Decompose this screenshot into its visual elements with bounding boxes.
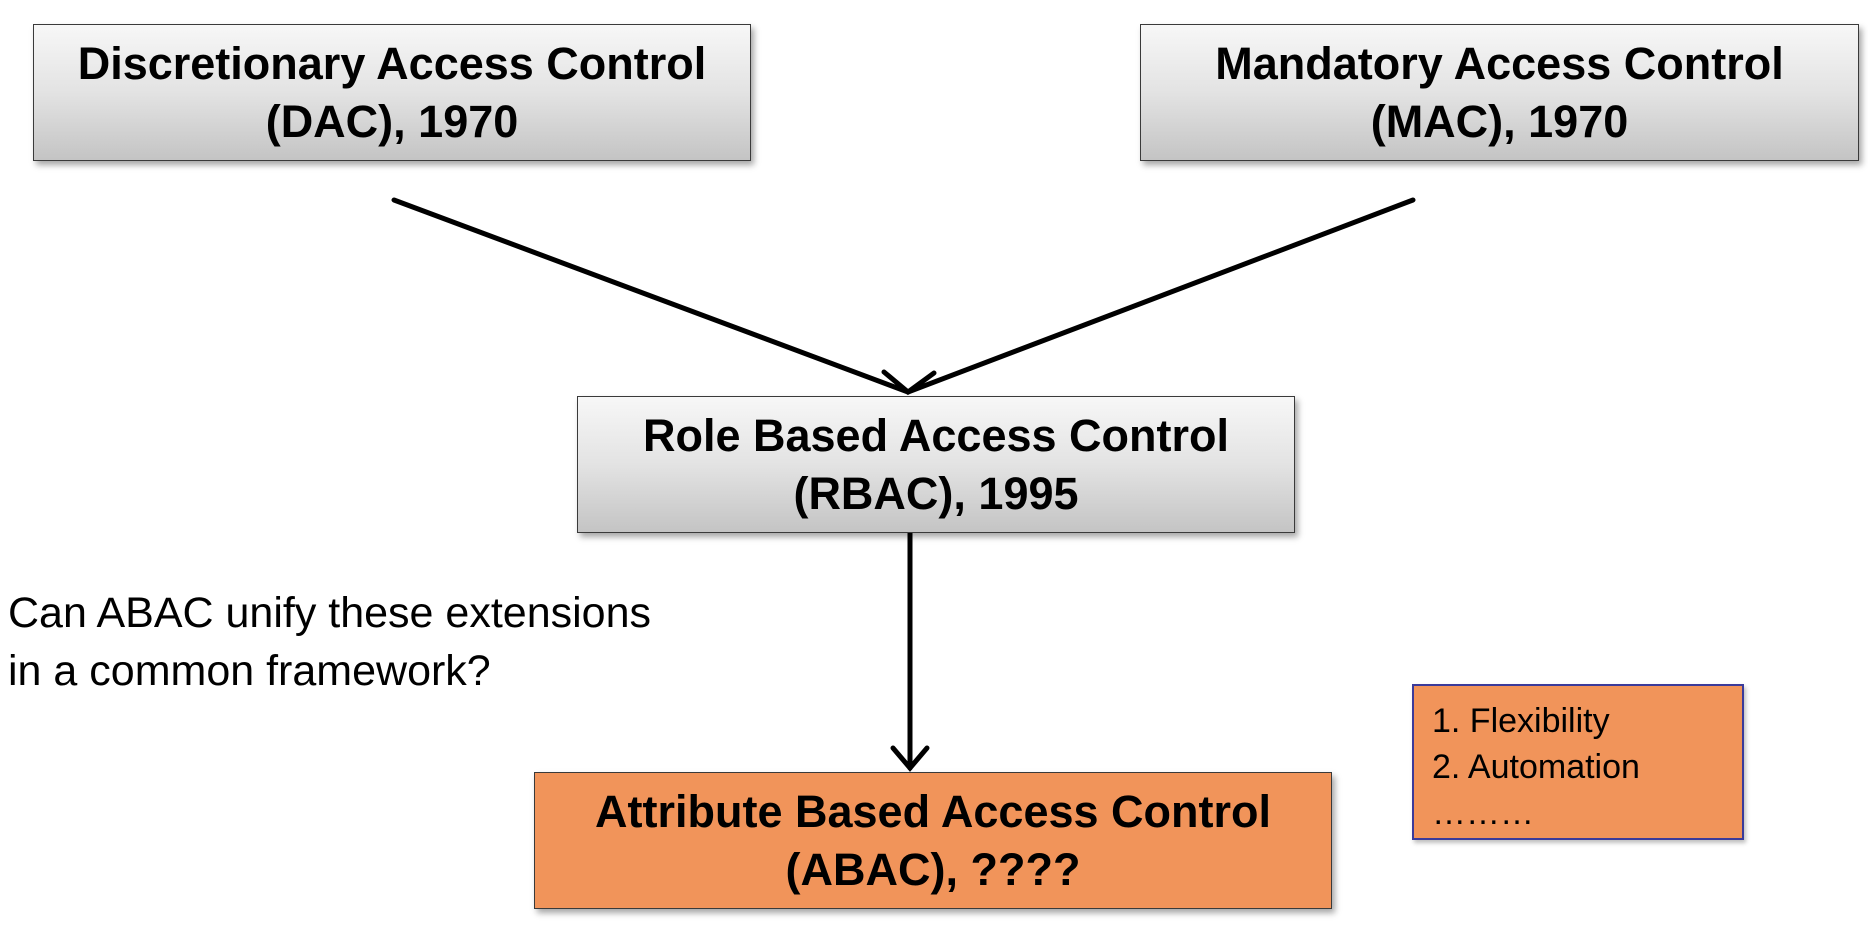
rbac-node: Role Based Access Control (RBAC), 1995 xyxy=(577,396,1295,533)
benefit-item-ellipsis: ……… xyxy=(1432,794,1534,832)
arrowhead-abac xyxy=(890,745,930,772)
dac-node-subtitle: (DAC), 1970 xyxy=(265,95,519,147)
rbac-node-title: Role Based Access Control xyxy=(642,409,1229,461)
question-line-2: in a common framework? xyxy=(8,647,491,695)
dac-node-title: Discretionary Access Control xyxy=(77,37,707,89)
mac-node-subtitle: (MAC), 1970 xyxy=(1370,95,1629,147)
unification-question: Can ABAC unify these extensions in a com… xyxy=(8,584,651,700)
benefit-item-flexibility: 1. Flexibility xyxy=(1432,702,1610,740)
mac-node-title: Mandatory Access Control xyxy=(1215,37,1784,89)
arrow-dac-to-rbac xyxy=(391,197,911,395)
mac-node: Mandatory Access Control (MAC), 1970 xyxy=(1140,24,1859,161)
abac-node: Attribute Based Access Control (ABAC), ?… xyxy=(534,772,1332,909)
abac-node-title: Attribute Based Access Control xyxy=(595,785,1271,837)
arrow-mac-to-rbac xyxy=(905,197,1416,395)
arrowhead-rbac xyxy=(881,369,937,396)
dac-node: Discretionary Access Control (DAC), 1970 xyxy=(33,24,751,161)
question-line-1: Can ABAC unify these extensions xyxy=(8,589,651,637)
abac-node-subtitle: (ABAC), ???? xyxy=(785,843,1081,895)
rbac-node-subtitle: (RBAC), 1995 xyxy=(793,467,1079,519)
benefit-item-automation: 2. Automation xyxy=(1432,748,1640,786)
benefits-note: 1. Flexibility 2. Automation ……… xyxy=(1412,684,1744,840)
